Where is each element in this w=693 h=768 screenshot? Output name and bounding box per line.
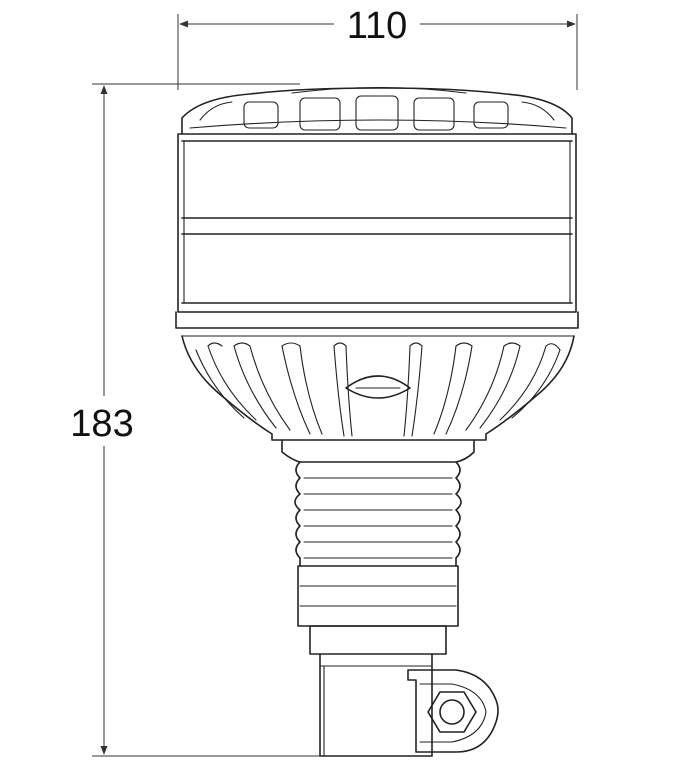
base-ring	[175, 311, 579, 329]
top-cap	[181, 86, 573, 135]
top-cap-slots	[199, 95, 555, 131]
bolt-head	[427, 691, 477, 733]
height-label: 183	[70, 403, 133, 445]
width-label: 110	[347, 5, 408, 47]
height-dimension: 183	[70, 83, 330, 757]
lens-housing	[177, 133, 577, 313]
width-dimension: 110	[177, 5, 578, 90]
bolt-hole	[439, 699, 465, 725]
side-clamp	[407, 669, 499, 753]
flexible-stem	[281, 439, 475, 655]
finned-base	[181, 335, 575, 441]
beacon-outline	[175, 86, 579, 757]
center-vent	[345, 375, 411, 399]
